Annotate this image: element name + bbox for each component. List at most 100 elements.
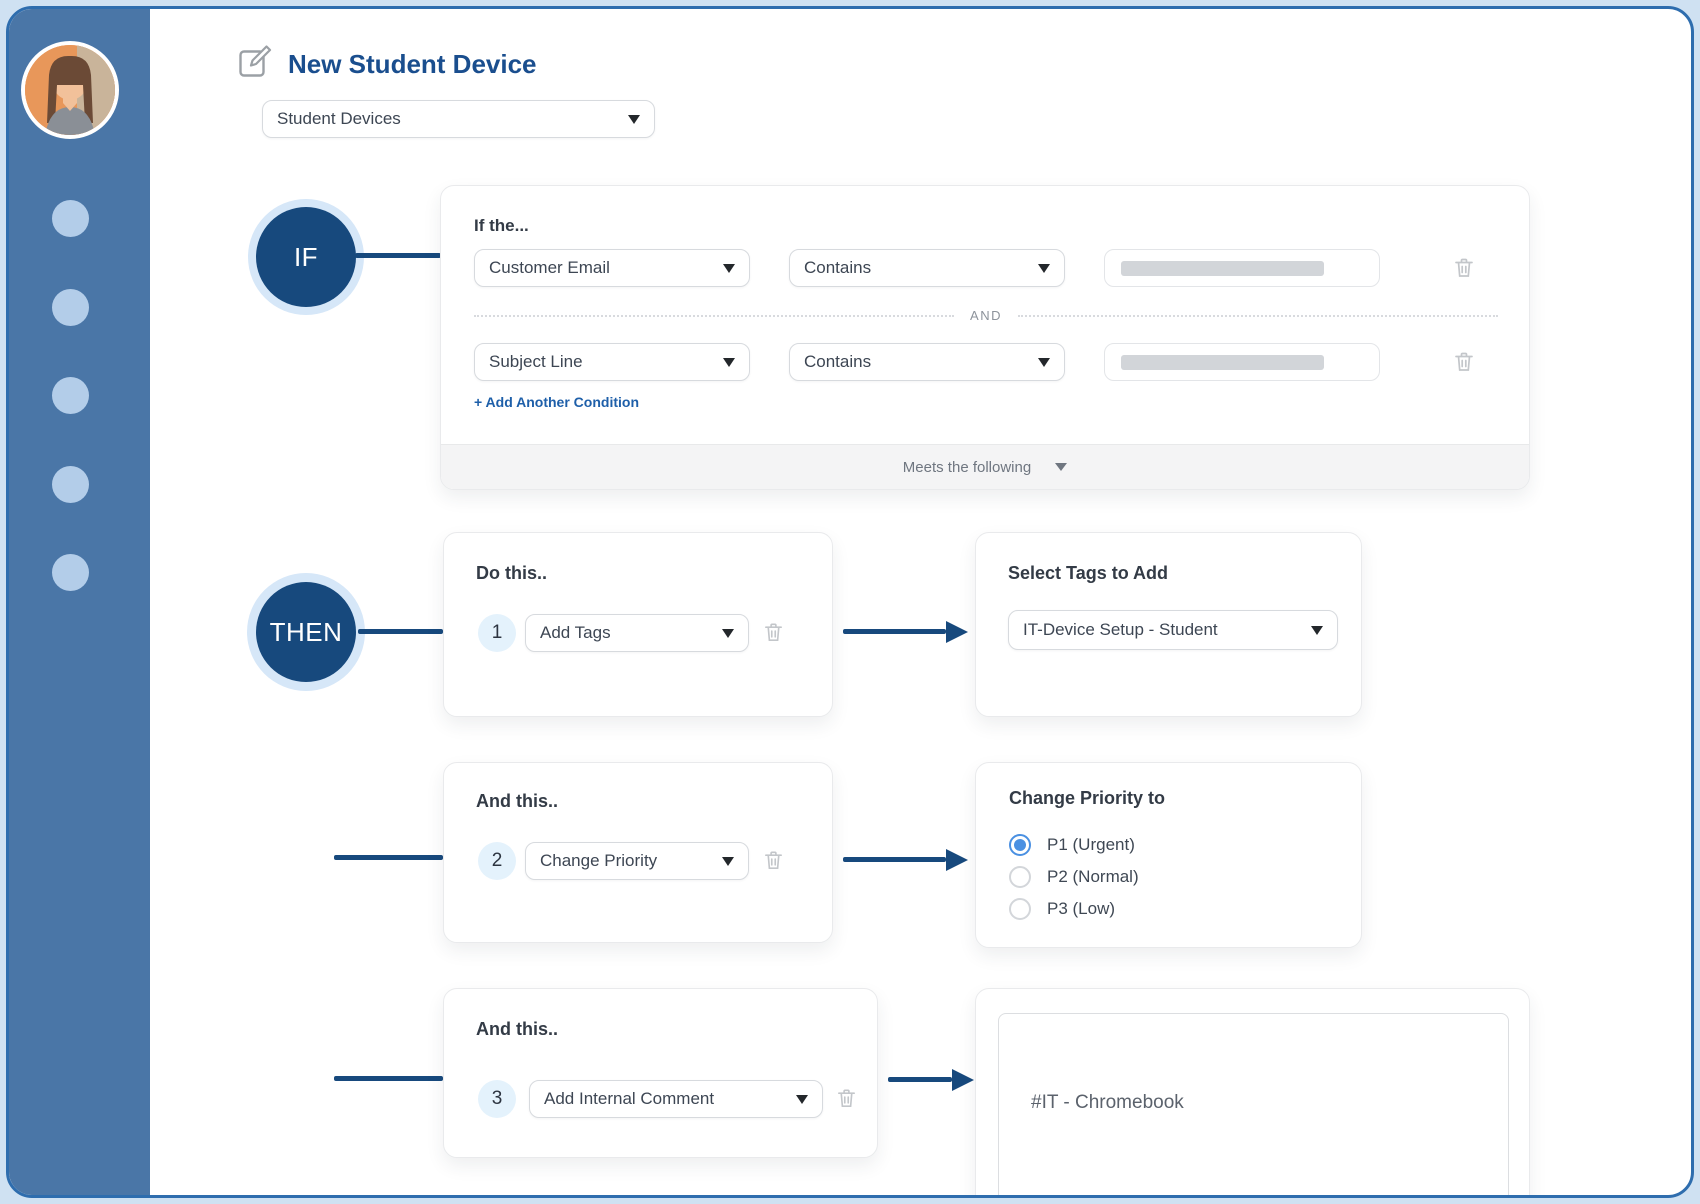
edit-compose-icon[interactable]	[238, 44, 272, 78]
action-card-1: Do this.. 1 Add Tags	[443, 532, 833, 717]
action-card-3: And this.. 3 Add Internal Comment	[443, 988, 878, 1158]
internal-comment-textarea[interactable]: #IT - Chromebook	[998, 1013, 1509, 1195]
add-another-condition-link[interactable]: + Add Another Condition	[474, 394, 639, 410]
and-divider: AND	[474, 308, 1499, 323]
action-number-badge: 1	[478, 614, 516, 652]
tags-select-value: IT-Device Setup - Student	[1023, 620, 1218, 639]
chevron-down-icon	[796, 1094, 808, 1104]
arrow-head	[946, 849, 968, 871]
delete-action-button[interactable]	[762, 621, 786, 645]
ruleset-select-value: Student Devices	[277, 109, 401, 128]
priority-panel: Change Priority to P1 (Urgent) P2 (Norma…	[975, 762, 1362, 948]
action-type-select[interactable]: Add Tags	[525, 614, 749, 652]
priority-option-row: P1 (Urgent)	[1009, 833, 1135, 857]
trash-icon	[1455, 258, 1473, 277]
trash-icon	[765, 851, 782, 869]
match-mode-value: Meets the following	[902, 458, 1032, 476]
then-connector-line	[358, 629, 443, 634]
condition-field-value: Customer Email	[489, 258, 610, 277]
action-card-title: And this..	[476, 791, 558, 811]
avatar[interactable]	[21, 41, 119, 139]
tags-panel-title: Select Tags to Add	[1008, 563, 1169, 583]
sidebar-nav-dot[interactable]	[52, 554, 89, 591]
delete-action-button[interactable]	[835, 1087, 859, 1111]
arrow-line	[843, 857, 946, 862]
radio-unselected-icon[interactable]	[1009, 898, 1031, 920]
sidebar-nav-dot[interactable]	[52, 377, 89, 414]
internal-comment-value: #IT - Chromebook	[1031, 1092, 1184, 1113]
radio-unselected-icon[interactable]	[1009, 866, 1031, 888]
trash-icon	[1455, 352, 1473, 371]
if-node-circle: IF	[256, 207, 356, 307]
arrow-head	[946, 621, 968, 643]
page-title: New Student Device	[288, 49, 537, 79]
action-card-title: And this..	[476, 1019, 558, 1039]
tags-panel: Select Tags to Add IT-Device Setup - Stu…	[975, 532, 1362, 717]
trash-icon	[838, 1089, 855, 1107]
chevron-down-icon	[1311, 625, 1323, 635]
chevron-down-icon	[628, 114, 640, 124]
input-placeholder-bar	[1121, 261, 1324, 276]
condition-operator-value: Contains	[804, 352, 872, 371]
condition-field-value: Subject Line	[489, 352, 583, 371]
input-placeholder-bar	[1121, 355, 1324, 370]
priority-option-label: P1 (Urgent)	[1047, 835, 1135, 854]
chevron-down-icon	[722, 856, 734, 866]
delete-action-button[interactable]	[762, 849, 786, 873]
branch-connector-line	[334, 1076, 443, 1081]
action-type-select[interactable]: Change Priority	[525, 842, 749, 880]
priority-panel-title: Change Priority to	[1009, 788, 1166, 808]
arrow-head	[952, 1069, 974, 1091]
app-window: New Student Device Student Devices IF If…	[6, 6, 1694, 1198]
action-number-badge: 2	[478, 842, 516, 880]
and-label: AND	[970, 308, 1002, 323]
condition-value-input[interactable]	[1104, 249, 1380, 287]
action-type-select[interactable]: Add Internal Comment	[529, 1080, 823, 1118]
dotted-line	[474, 314, 955, 317]
priority-option-row: P2 (Normal)	[1009, 865, 1139, 889]
chevron-down-icon	[1038, 357, 1050, 367]
if-card-title: If the...	[474, 216, 529, 235]
sidebar-nav-dot[interactable]	[52, 200, 89, 237]
if-connector-line	[355, 253, 441, 258]
chevron-down-icon	[723, 263, 735, 273]
delete-condition-button[interactable]	[1452, 256, 1476, 280]
if-node: IF	[248, 199, 364, 315]
radio-selected-icon[interactable]	[1009, 834, 1031, 856]
sidebar-nav-dot[interactable]	[52, 289, 89, 326]
action-number-badge: 3	[478, 1080, 516, 1118]
condition-field-select[interactable]: Customer Email	[474, 249, 750, 287]
condition-operator-select[interactable]: Contains	[789, 249, 1065, 287]
trash-icon	[765, 623, 782, 641]
sidebar	[9, 9, 150, 1195]
dotted-line	[1017, 314, 1499, 317]
action-type-value: Add Tags	[540, 623, 611, 642]
action-type-value: Add Internal Comment	[544, 1089, 715, 1108]
chevron-down-icon	[1055, 463, 1068, 471]
action-card-title: Do this..	[476, 563, 547, 583]
if-conditions-card: If the... Customer Email Contains AND Su…	[440, 185, 1530, 490]
action-card-2: And this.. 2 Change Priority	[443, 762, 833, 943]
arrow-line	[843, 629, 946, 634]
then-node: THEN	[247, 573, 365, 691]
priority-option-row: P3 (Low)	[1009, 897, 1115, 921]
condition-field-select[interactable]: Subject Line	[474, 343, 750, 381]
priority-option-label: P3 (Low)	[1047, 899, 1116, 918]
sidebar-nav-dot[interactable]	[52, 466, 89, 503]
ruleset-select[interactable]: Student Devices	[262, 100, 655, 138]
avatar-photo	[25, 45, 115, 135]
chevron-down-icon	[722, 628, 734, 638]
condition-operator-value: Contains	[804, 258, 872, 277]
delete-condition-button[interactable]	[1452, 350, 1476, 374]
arrow-line	[888, 1077, 952, 1082]
condition-operator-select[interactable]: Contains	[789, 343, 1065, 381]
match-mode-select[interactable]: Meets the following	[441, 444, 1529, 489]
priority-option-label: P2 (Normal)	[1047, 867, 1139, 886]
tags-select[interactable]: IT-Device Setup - Student	[1008, 610, 1338, 650]
comment-panel: #IT - Chromebook	[975, 988, 1530, 1195]
branch-connector-line	[334, 855, 443, 860]
chevron-down-icon	[1038, 263, 1050, 273]
chevron-down-icon	[723, 357, 735, 367]
condition-value-input[interactable]	[1104, 343, 1380, 381]
